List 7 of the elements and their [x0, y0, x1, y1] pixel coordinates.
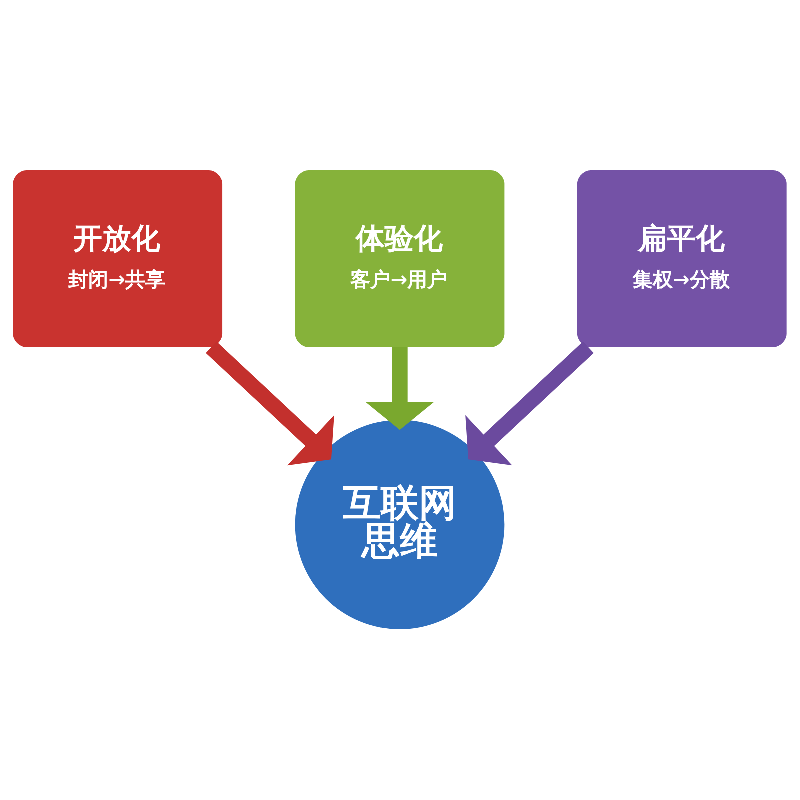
node-box: 扁平化 集权→分散 — [577, 170, 787, 348]
node-box: 开放化 封闭→共享 — [13, 170, 223, 348]
arrow — [366, 347, 434, 430]
node-box: 体验化 客户→用户 — [295, 170, 505, 348]
arrow — [466, 342, 594, 466]
arrow — [206, 342, 334, 466]
node-circle: 互联网思维 — [295, 420, 505, 630]
